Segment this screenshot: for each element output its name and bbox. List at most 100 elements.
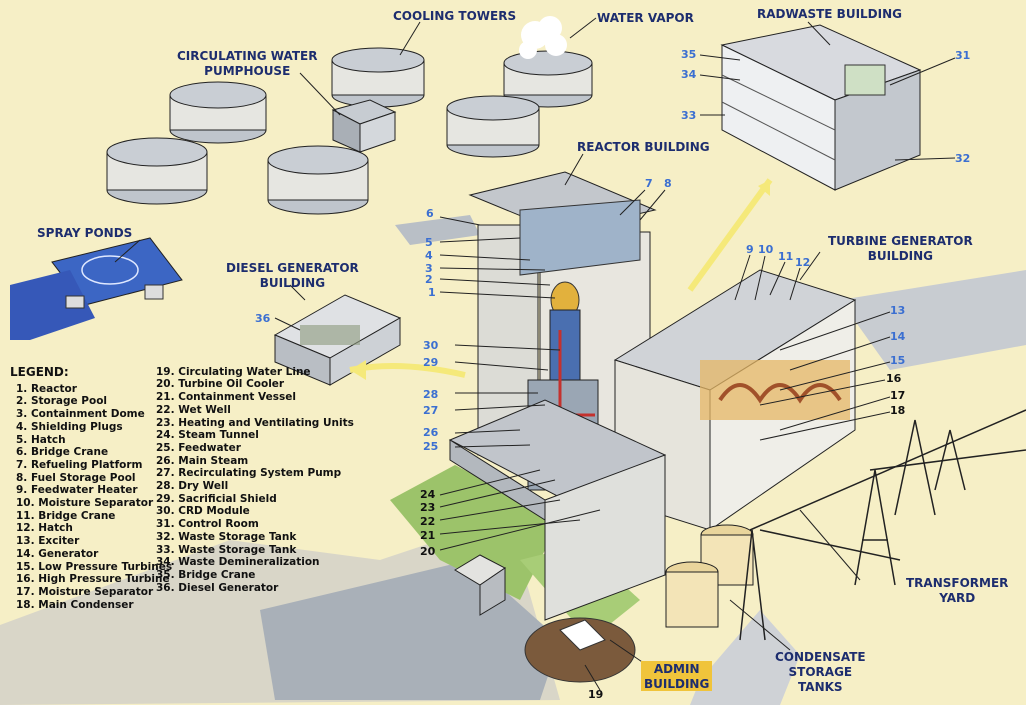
callout-2: 2 [425,273,433,286]
legend-item: 21. Containment Vessel [156,391,296,404]
callout-27: 27 [423,404,439,417]
callout-5: 5 [425,236,433,249]
legend-item: 15. Low Pressure Turbines [16,560,173,573]
legend-item: 29. Sacrificial Shield [156,492,277,505]
label-circulating-water-pumphouse: CIRCULATING WATER PUMPHOUSE [177,49,318,78]
legend-item: 2. Storage Pool [16,395,108,408]
callout-16: 16 [886,372,902,385]
diesel-generator-building [273,294,402,386]
turbine-generator-building [613,269,857,531]
legend-item: 33. Waste Storage Tank [156,543,297,556]
legend-item: 17. Moisture Separator [16,585,154,598]
legend-item: 1. Reactor [16,382,77,395]
callout-8: 8 [664,177,672,190]
condensate-storage-tanks [665,524,754,628]
legend-title: LEGEND: [10,365,69,379]
cooling-tower-5 [106,137,208,205]
legend-item: 3. Containment Dome [16,408,145,421]
label-diesel-generator-building: DIESEL GENERATOR BUILDING [226,261,359,290]
callout-14: 14 [890,330,906,343]
admin-building-highlight [641,661,712,691]
legend-item: 32. Waste Storage Tank [156,530,297,543]
legend-item: 4. Shielding Plugs [16,420,123,433]
legend-item: 8. Fuel Storage Pool [16,471,136,484]
label-transformer-yard: TRANSFORMER YARD [906,576,1009,605]
legend-item: 31. Control Room [156,518,259,531]
callout-17: 17 [890,389,906,402]
spray-ponds [10,237,183,340]
callout-19: 19 [588,688,604,701]
label-water-vapor: WATER VAPOR [597,11,694,25]
legend-item: 6. Bridge Crane [16,446,109,459]
callout-15: 15 [890,354,906,367]
legend-item: 9. Feedwater Heater [16,484,138,497]
label-spray-ponds: SPRAY PONDS [37,226,133,240]
callout-9: 9 [746,243,754,256]
label-cooling-towers: COOLING TOWERS [393,9,517,23]
callout-31: 31 [955,49,971,62]
legend-item: 30. CRD Module [156,505,250,518]
callout-6: 6 [426,207,434,220]
label-admin-building: ADMIN BUILDING [644,662,710,691]
legend-item: 34. Waste Demineralization [156,556,320,569]
legend-item: 24. Steam Tunnel [156,429,259,442]
callout-30: 30 [423,339,439,352]
admin-building-structure [448,399,667,621]
leader-lines [114,17,956,691]
cooling-tower-6 [267,145,369,215]
callout-26: 26 [423,426,439,439]
label-radwaste-building: RADWASTE BUILDING [757,7,902,21]
callout-3: 3 [425,262,433,275]
callout-33: 33 [681,109,697,122]
label-condensate-storage-tanks: CONDENSATE STORAGE TANKS [775,650,866,694]
legend-item: 13. Exciter [16,535,80,548]
transformer-yard [739,409,1026,641]
legend-item: 25. Feedwater [156,441,241,454]
callout-20: 20 [420,545,436,558]
callout-25: 25 [423,440,439,453]
callout-24: 24 [420,488,436,501]
callout-1: 1 [428,286,436,299]
legend-item: 18. Main Condenser [16,598,134,611]
legend-item: 10. Moisture Separator [16,497,154,510]
callout-7: 7 [645,177,653,190]
cooling-tower-1 [331,47,425,108]
callout-32: 32 [955,152,971,165]
circulating-water-pit [524,617,636,683]
legend-item: 11. Bridge Crane [16,509,116,522]
cooling-tower-3 [169,81,267,144]
legend-item: 23. Heating and Ventilating Units [156,416,354,429]
legend-item: 19. Circulating Water Line [156,365,311,378]
callout-23: 23 [420,501,436,514]
callout-13: 13 [890,304,906,317]
callout-18: 18 [890,404,906,417]
callout-12: 12 [795,256,811,269]
legend-item: 26. Main Steam [156,454,249,467]
legend-item: 28. Dry Well [156,480,229,493]
legend-item: 35. Bridge Crane [156,568,256,581]
legend-item: 5. Hatch [16,433,66,446]
label-turbine-generator-building: TURBINE GENERATOR BUILDING [828,234,973,263]
pumphouse [331,99,397,153]
legend-item: 16. High Pressure Turbine [16,573,170,586]
legend-item: 7. Refueling Platform [16,458,143,471]
legend-item: 20. Turbine Oil Cooler [156,378,285,391]
water-vapor-cloud [519,16,567,59]
callout-4: 4 [425,249,433,262]
legend-item: 36. Diesel Generator [156,581,279,594]
pointer-arrows [349,178,773,380]
callout-10: 10 [758,243,774,256]
legend-item: 12. Hatch [16,522,73,535]
callout-29: 29 [423,356,439,369]
legend-item: 22. Wet Well [156,403,231,416]
callout-22: 22 [420,515,436,528]
radwaste-building [720,24,922,191]
callout-21: 21 [420,529,436,542]
label-reactor-building: REACTOR BUILDING [577,140,710,154]
callout-28: 28 [423,388,439,401]
callout-34: 34 [681,68,697,81]
